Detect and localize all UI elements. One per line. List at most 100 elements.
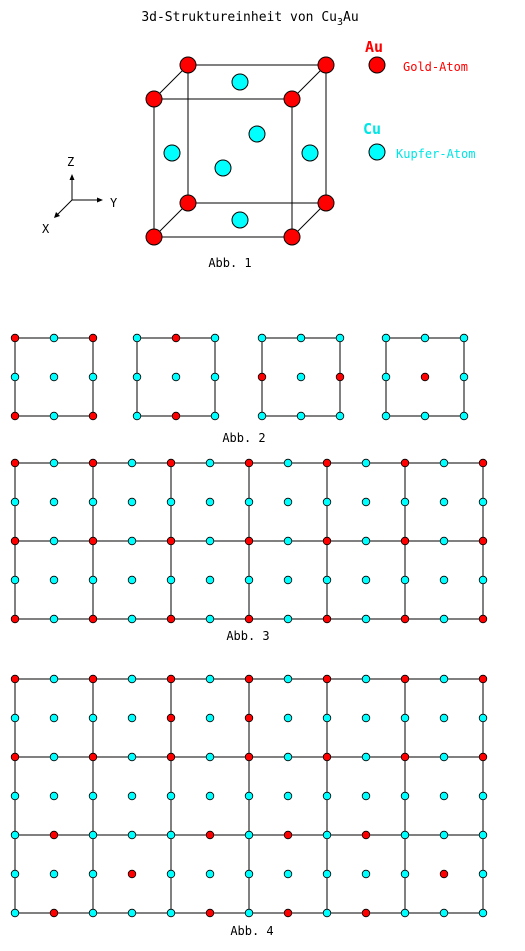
copper-atom [10,575,20,585]
gold-atom [166,458,176,468]
gold-atom [478,614,488,624]
copper-atom [439,536,449,546]
copper-atom [283,497,293,507]
copper-atom [214,159,232,177]
copper-atom [166,830,176,840]
copper-atom [163,144,181,162]
copper-atom [210,411,220,421]
copper-atom [205,497,215,507]
copper-atom [231,73,249,91]
gold-atom [244,458,254,468]
copper-atom [439,791,449,801]
gold-atom [257,372,267,382]
copper-atom [335,411,345,421]
copper-atom [283,752,293,762]
copper-atom [49,674,59,684]
gold-atom [10,752,20,762]
copper-atom [296,333,306,343]
copper-atom [257,333,267,343]
copper-atom [205,458,215,468]
copper-atom [127,752,137,762]
copper-atom [49,536,59,546]
copper-atom [361,713,371,723]
copper-atom [205,791,215,801]
gold-atom [244,752,254,762]
copper-atom [361,575,371,585]
gold-atom [88,458,98,468]
copper-atom [205,575,215,585]
copper-atom [10,869,20,879]
axis-x-label: X [42,222,50,236]
gold-atom [361,908,371,918]
legend-gold-marker [368,56,386,74]
copper-atom [49,497,59,507]
legend-gold-symbol: Au [365,38,383,56]
copper-atom [205,869,215,879]
gold-atom [322,674,332,684]
legend: Au Gold-Atom Cu Kupfer-Atom [363,38,475,161]
copper-atom [127,674,137,684]
gold-atom [317,56,335,74]
copper-atom [49,791,59,801]
gold-atom [400,458,410,468]
copper-atom [88,372,98,382]
copper-atom [296,372,306,382]
gold-atom [244,614,254,624]
copper-atom [439,497,449,507]
copper-atom [10,908,20,918]
copper-atom [244,791,254,801]
gold-atom [283,90,301,108]
gold-atom [283,228,301,246]
copper-atom [400,575,410,585]
copper-atom [283,614,293,624]
copper-atom [381,411,391,421]
copper-atom [248,125,266,143]
copper-atom [49,752,59,762]
gold-atom [10,411,20,421]
axis-indicator [54,174,103,218]
diagram-title: 3d-Struktureinheit von Cu3Au [141,10,358,28]
copper-atom [322,830,332,840]
copper-atom [439,830,449,840]
gold-atom [244,674,254,684]
copper-atom [49,614,59,624]
copper-atom [132,372,142,382]
copper-atom [361,536,371,546]
gold-atom [171,411,181,421]
copper-atom [132,333,142,343]
copper-atom [400,791,410,801]
gold-atom [244,536,254,546]
gold-atom [400,674,410,684]
copper-atom [400,869,410,879]
copper-atom [381,372,391,382]
copper-atom [478,575,488,585]
copper-atom [439,458,449,468]
copper-atom [210,372,220,382]
caption-fig1: Abb. 1 [208,256,251,270]
gold-atom [166,614,176,624]
legend-copper-symbol: Cu [363,120,381,138]
copper-atom [322,713,332,723]
gold-atom [145,228,163,246]
copper-atom [283,713,293,723]
copper-atom [244,908,254,918]
gold-atom [478,458,488,468]
gold-atom [166,536,176,546]
copper-atom [49,869,59,879]
gold-atom [49,830,59,840]
copper-atom [49,333,59,343]
copper-atom [439,575,449,585]
copper-atom [244,869,254,879]
copper-atom [322,908,332,918]
gold-atom [127,869,137,879]
copper-atom [10,791,20,801]
copper-atom [10,713,20,723]
copper-atom [478,791,488,801]
copper-atom [296,411,306,421]
copper-atom [10,830,20,840]
copper-atom [459,411,469,421]
copper-atom [88,497,98,507]
gold-atom [171,333,181,343]
copper-atom [322,497,332,507]
